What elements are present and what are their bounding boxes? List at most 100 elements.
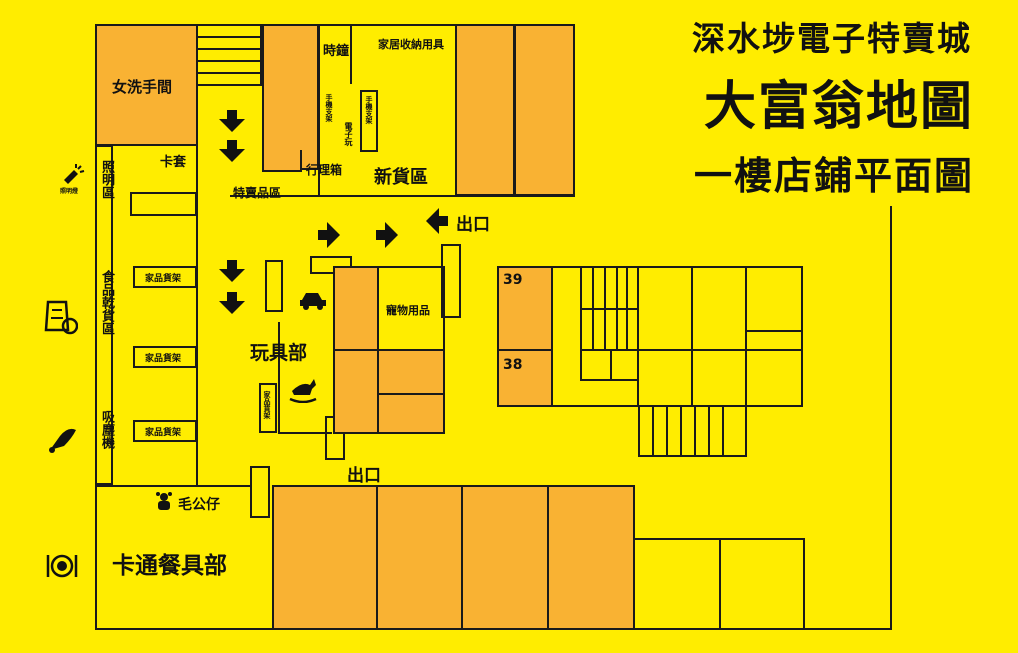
home-rack-vertical — [259, 383, 277, 433]
stair-step — [592, 266, 594, 349]
bottom-stall-6 — [719, 538, 805, 630]
right-stairs-frame — [551, 266, 803, 407]
phone-stand-shelf — [360, 90, 378, 152]
special-sale-underline — [230, 195, 575, 197]
pet-stall-3 — [377, 349, 445, 395]
inner-wall-left — [196, 145, 198, 485]
stair-step — [196, 48, 262, 50]
arrow-right-icon — [318, 222, 340, 248]
partition-storage — [350, 24, 352, 84]
stair-step — [652, 405, 654, 457]
special-sale-label: 特賣品區 — [233, 186, 282, 200]
cartoon-tableware-label: 卡通餐具部 — [112, 553, 227, 579]
arrow-right-icon — [376, 222, 398, 248]
pet-side-shelf — [441, 244, 461, 318]
vacuum-area-label: 吸塵機 — [99, 410, 114, 449]
stair-step — [196, 72, 262, 74]
pet-stall-4 — [377, 393, 445, 434]
toy-area-floor — [278, 432, 332, 434]
plush-label: 毛公仔 — [178, 497, 220, 513]
pet-supplies-label: 寵物用品 — [386, 304, 430, 317]
map-subtitle-market: 深水埗電子特賣城 — [692, 19, 972, 58]
partition-clock — [318, 24, 320, 196]
clock-label: 時鐘 — [323, 44, 350, 59]
stall-39 — [497, 266, 553, 351]
stair-step — [616, 266, 618, 349]
wall-top — [95, 24, 575, 26]
home-rack-2 — [133, 346, 197, 368]
toys-label: 玩具部 — [250, 342, 308, 364]
stair-landing — [580, 349, 639, 381]
right-divider — [745, 266, 747, 407]
flashlight-icon — [64, 164, 85, 184]
bottom-stall-1 — [272, 485, 378, 630]
wall-right — [890, 206, 892, 630]
ladies-toilet-label: 女洗手間 — [112, 78, 173, 96]
toy-car-icon — [300, 293, 326, 310]
toy-shelf-vertical — [265, 260, 283, 312]
storage-label: 家居收納用具 — [378, 38, 444, 51]
home-rack-1-label: 家品貨架 — [145, 274, 182, 284]
stall-38-number: 38 — [503, 357, 523, 373]
stair-step — [196, 60, 262, 62]
arrow-down-icon — [219, 110, 245, 132]
bottom-stall-2 — [376, 485, 463, 630]
toy-shelf-horizontal — [310, 256, 352, 274]
pet-stall-2 — [333, 349, 379, 434]
map-subtitle-floor: 一樓店鋪平面圖 — [693, 154, 974, 198]
bottom-stall-5 — [633, 538, 721, 630]
home-rack-3 — [133, 420, 197, 442]
arrow-down-icon — [219, 292, 245, 314]
top-stall-notch — [262, 150, 302, 172]
phone-stand-label-1: 手機支架 — [325, 94, 333, 122]
map-title: 大富翁地圖 — [703, 77, 974, 137]
toy-area-wall — [278, 322, 280, 434]
e-toys-label: 電子玩 — [344, 122, 353, 146]
card-sleeve-shelf — [130, 192, 197, 216]
stair-step — [196, 36, 262, 38]
bottom-stall-3 — [461, 485, 549, 630]
stair-step — [708, 405, 710, 457]
flashlight-caption: 照明燈 — [60, 188, 79, 195]
top-stall-luggage — [262, 24, 319, 170]
stair-step-h — [580, 308, 638, 310]
lighting-area-label: 照明區 — [99, 160, 114, 199]
arrow-left-icon — [426, 208, 448, 234]
stair-step — [580, 266, 582, 349]
bottom-exit-post — [250, 466, 270, 518]
inner-wall-bottom — [95, 485, 250, 487]
right-divider-h — [745, 330, 803, 332]
home-rack-2-label: 家品貨架 — [145, 354, 182, 364]
top-stall-right-b — [514, 24, 575, 196]
stair-step — [604, 266, 606, 349]
home-rack-3-label: 家品貨架 — [145, 428, 182, 438]
stair-step — [694, 405, 696, 457]
stair-step — [626, 266, 628, 349]
pet-stall-1 — [333, 266, 379, 351]
stair-step — [680, 405, 682, 457]
ladies-toilet-room — [95, 24, 198, 146]
snack-bag-icon — [44, 300, 78, 335]
plush-bear-icon — [156, 492, 172, 510]
exit-bottom-label: 出口 — [347, 466, 381, 486]
stall-38 — [497, 349, 553, 407]
home-rack-vertical-label: 家品貨架 — [263, 391, 271, 419]
home-rack-1 — [133, 266, 197, 288]
stair-step — [666, 405, 668, 457]
right-divider — [691, 266, 693, 407]
vacuum-icon — [49, 428, 76, 453]
phone-stand-label-2: 手機支架 — [365, 96, 373, 124]
new-goods-label: 新貨區 — [374, 167, 428, 188]
arrow-down-icon — [219, 260, 245, 282]
rocking-horse-icon — [289, 379, 317, 403]
food-area-label: 食品乾貨區 — [99, 270, 114, 335]
exit-top-label: 出口 — [456, 215, 490, 235]
right-divider-h — [637, 349, 803, 351]
stall-39-number: 39 — [503, 272, 523, 288]
card-sleeve-label: 卡套 — [160, 155, 187, 170]
lighting-shelf — [95, 145, 113, 485]
right-divider — [637, 266, 639, 407]
stair-step — [610, 349, 612, 381]
stair-step — [722, 405, 724, 457]
top-stall-right-a — [455, 24, 515, 196]
